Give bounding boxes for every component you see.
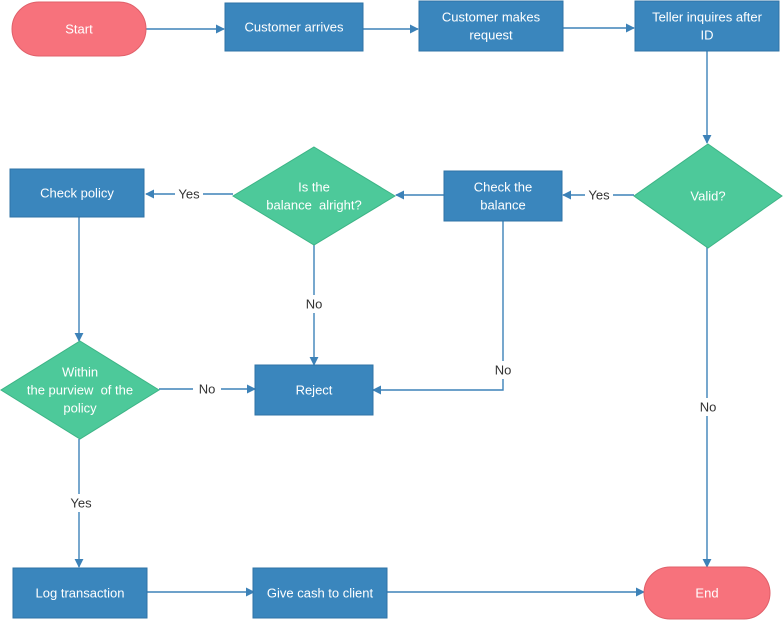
node-balance-alright: Is the balance alright? (232, 146, 396, 246)
edge-label: No (199, 382, 216, 397)
node-label: End (695, 586, 718, 601)
edge-label: Yes (70, 496, 92, 511)
edge-within-policy-to-log-transaction: Yes (67, 439, 95, 568)
process-box (634, 0, 780, 52)
decision-diamond (0, 340, 160, 440)
terminal-shape (11, 1, 147, 57)
node-label: Is the (298, 180, 330, 195)
edge-balance-alright-to-reject: No (300, 245, 328, 366)
edge-label: No (700, 400, 717, 415)
node-customer-makes-request: Customer makes request (418, 0, 564, 52)
node-customer-arrives: Customer arrives (224, 2, 364, 52)
edge-within-policy-to-reject: No (159, 380, 256, 398)
decision-diamond (633, 143, 783, 249)
node-label: policy (63, 401, 97, 416)
process-box (12, 567, 148, 619)
node-label: Customer arrives (245, 20, 344, 35)
node-label: Teller inquires after (652, 10, 762, 25)
node-valid: Valid? (633, 143, 783, 249)
edge-label-bg (300, 295, 328, 313)
edge-label: Yes (178, 187, 200, 202)
node-start: Start (11, 1, 147, 57)
edge-label-bg (193, 380, 221, 398)
node-label: Give cash to client (267, 586, 374, 601)
decision-diamond (232, 146, 396, 246)
node-give-cash: Give cash to client (252, 567, 388, 619)
node-label: Check policy (40, 186, 114, 201)
node-label: ID (701, 28, 714, 43)
node-label: Valid? (690, 189, 725, 204)
process-box (443, 170, 563, 222)
edge-label-bg (694, 398, 722, 416)
edge-line (372, 221, 504, 395)
node-label: Log transaction (36, 586, 125, 601)
process-box (224, 2, 364, 52)
node-check-balance: Check the balance (443, 170, 563, 222)
edge-label: Yes (588, 188, 610, 203)
node-label: Within (62, 365, 98, 380)
node-label: request (469, 28, 513, 43)
process-box (252, 567, 388, 619)
edge-check-balance-to-reject: No (372, 221, 517, 395)
edge-label: No (306, 297, 323, 312)
process-box (9, 168, 145, 218)
process-box (418, 0, 564, 52)
node-label: the purview of the (27, 383, 133, 398)
node-check-policy: Check policy (9, 168, 145, 218)
edge-valid-to-end: No (694, 247, 722, 568)
node-log-transaction: Log transaction (12, 567, 148, 619)
terminal-shape (643, 566, 771, 620)
edge-label-bg (67, 494, 95, 512)
edge-label-bg (489, 361, 517, 379)
node-within-policy: Within the purview of the policy (0, 340, 160, 440)
process-box (254, 364, 374, 416)
node-label: Check the (474, 180, 533, 195)
edge-valid-to-check-balance: Yes (562, 186, 634, 204)
node-label: Reject (296, 383, 333, 398)
edge-label: No (495, 363, 512, 378)
edge-label-bg (175, 185, 203, 203)
node-label: balance (480, 198, 526, 213)
node-label: Customer makes (442, 10, 541, 25)
edge-balance-alright-to-check-policy: Yes (145, 185, 233, 203)
node-label: balance alright? (266, 198, 361, 213)
edge-label-bg (585, 186, 613, 204)
node-end: End (643, 566, 771, 620)
node-label: Start (65, 22, 93, 37)
node-reject: Reject (254, 364, 374, 416)
